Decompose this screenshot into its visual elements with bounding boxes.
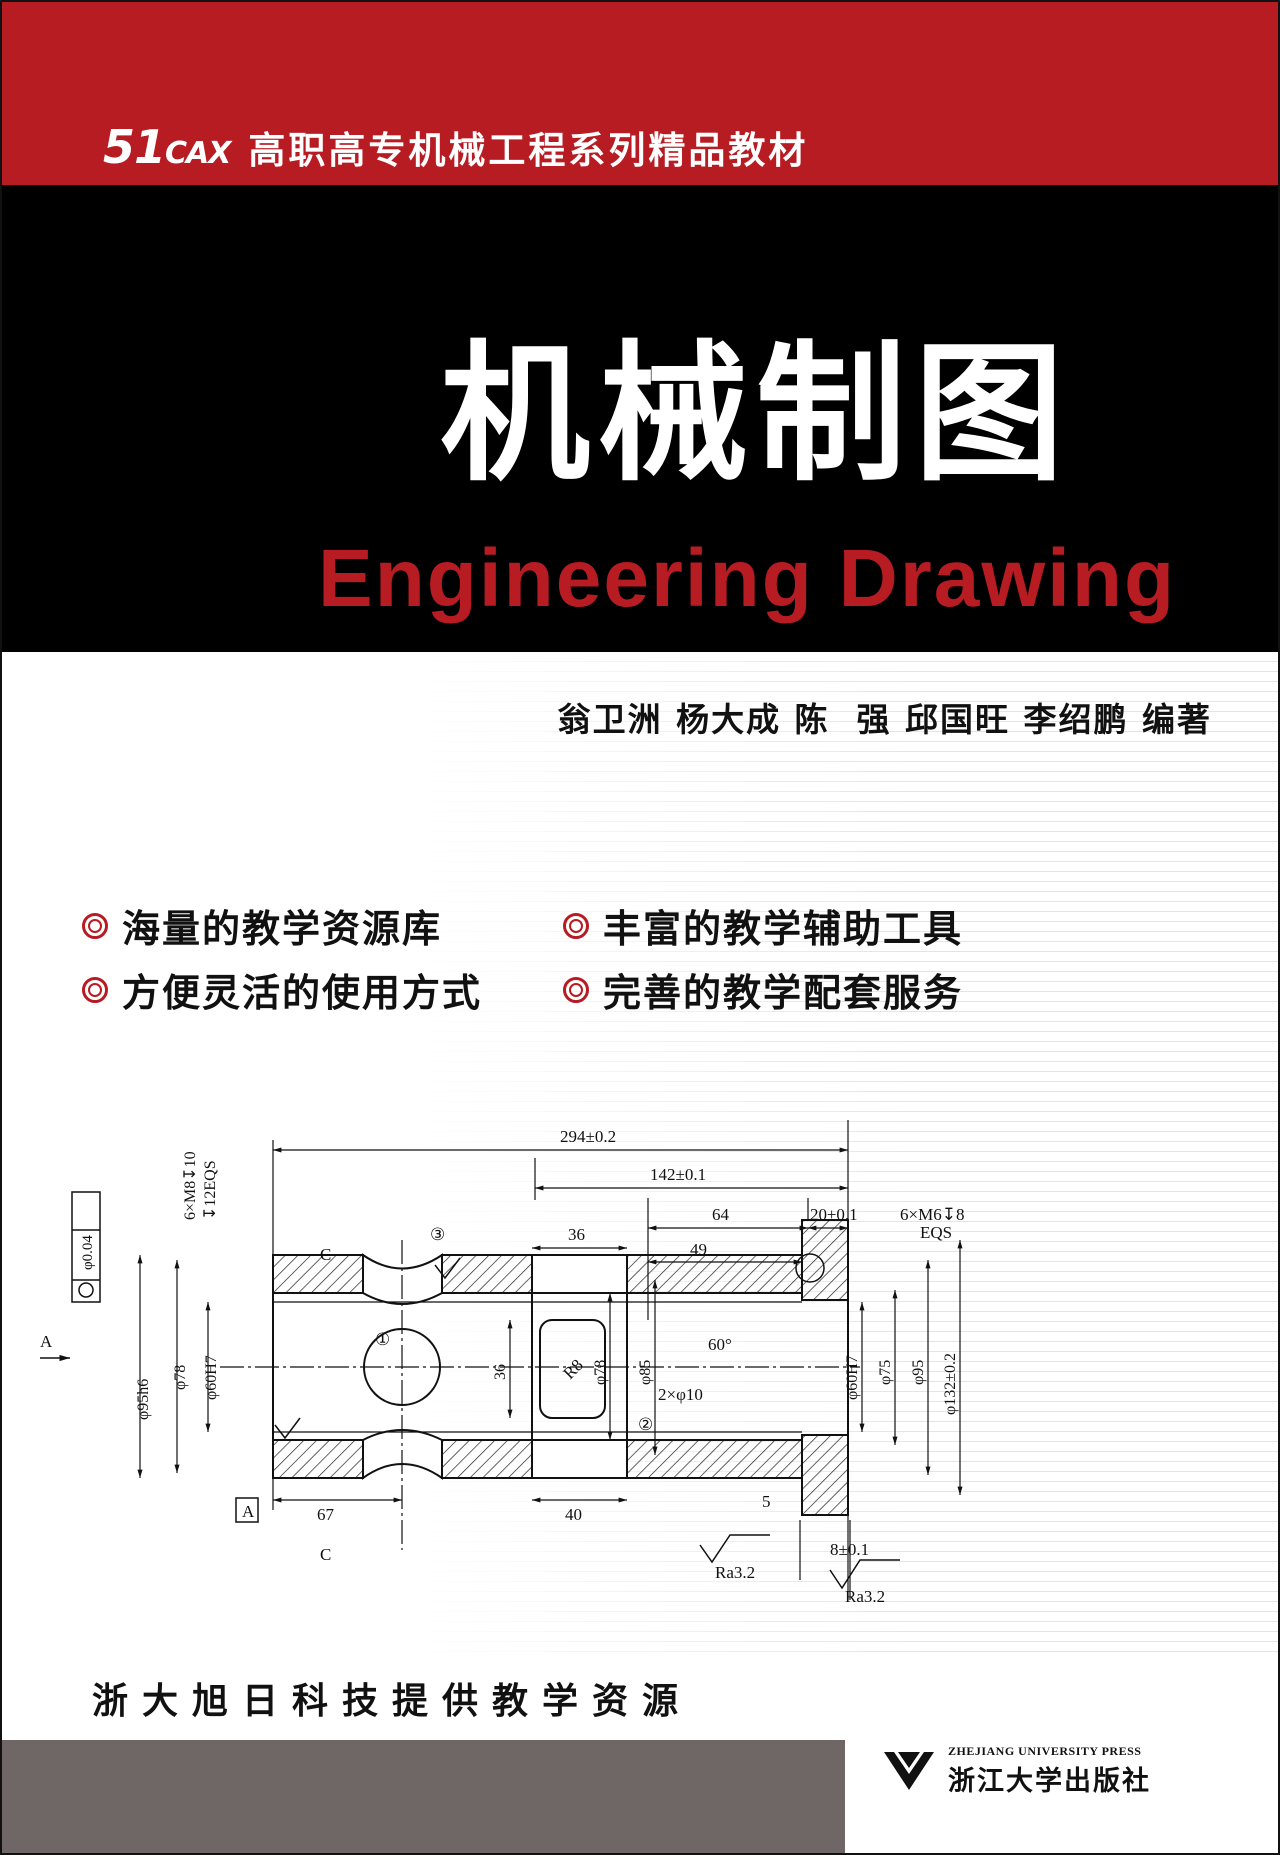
resource-note: 浙大旭日科技提供教学资源 — [92, 1681, 693, 1722]
thread-right: 6×M6↧8 — [900, 1205, 964, 1224]
press-emblem-icon — [884, 1752, 934, 1790]
bullet-icon — [82, 976, 108, 1003]
press-name-cn: 浙江大学出版社 — [948, 1766, 1151, 1797]
thread-left: 6×M8↧10 — [182, 1151, 199, 1220]
callout-3: ③ — [430, 1225, 445, 1244]
series-header: 51CAX 高职高专机械工程系列精品教材 — [103, 120, 808, 174]
callout-1: ① — [375, 1330, 390, 1349]
view-arrow-a: A — [40, 1332, 53, 1351]
title-band — [0, 185, 1280, 652]
engineering-drawing: 294±0.2 142±0.1 64 20±0.1 49 36 40 67 5 … — [40, 1120, 964, 1606]
holes-callout: 2×φ10 — [658, 1385, 703, 1404]
dim-overall: 294±0.2 — [560, 1127, 616, 1146]
dim-dia60h7-left: φ60H7 — [203, 1355, 220, 1400]
bullet-icon — [82, 912, 108, 939]
radius-r8: R8 — [559, 1355, 586, 1382]
thread-left-eqs: ↧12EQS — [202, 1160, 219, 1220]
roughness-2: Ra3.2 — [845, 1587, 885, 1606]
publisher-logo: 51CAX — [103, 120, 231, 174]
dim-dia60h7-right: φ60H7 — [844, 1355, 861, 1400]
roughness-1: Ra3.2 — [715, 1563, 755, 1582]
dim-dia75: φ75 — [877, 1360, 894, 1385]
tolerance-value: φ0.04 — [80, 1235, 96, 1270]
series-title: 高职高专机械工程系列精品教材 — [248, 129, 809, 172]
dim-dia78-left: φ78 — [172, 1365, 189, 1390]
dim-dia132: φ132±0.2 — [942, 1353, 959, 1415]
thread-right-eqs: EQS — [920, 1223, 952, 1242]
dim-67: 67 — [317, 1505, 335, 1524]
dim-dia95: φ95 — [910, 1360, 927, 1385]
dim-dia95h6: φ95h6 — [135, 1379, 152, 1420]
dim-142: 142±0.1 — [650, 1165, 706, 1184]
section-c-top: C — [320, 1245, 331, 1264]
section-c-bottom: C — [320, 1545, 331, 1564]
datum-a: A — [242, 1502, 255, 1521]
dim-20: 20±0.1 — [810, 1205, 858, 1224]
press-name-en: ZHEJIANG UNIVERSITY PRESS — [948, 1744, 1142, 1758]
angle-60: 60° — [708, 1335, 732, 1354]
book-title-cn: 机械制图 — [440, 328, 1073, 502]
dim-49: 49 — [690, 1240, 707, 1259]
feature-item: 方便灵活的使用方式 — [82, 962, 482, 1017]
dim-5: 5 — [762, 1492, 771, 1511]
book-title-en: Engineering Drawing — [318, 533, 1177, 624]
feature-item: 海量的教学资源库 — [82, 898, 442, 953]
dim-36-top: 36 — [568, 1225, 585, 1244]
footer-band — [0, 1740, 845, 1855]
series-band — [0, 0, 1280, 185]
dim-dia85: φ85 — [637, 1360, 654, 1385]
bullet-icon — [563, 976, 589, 1003]
dim-64: 64 — [712, 1205, 730, 1224]
feature-item: 完善的教学配套服务 — [563, 962, 963, 1017]
dim-36-mid: 36 — [492, 1364, 509, 1380]
dim-dia78-mid: φ78 — [592, 1360, 609, 1385]
dim-8: 8±0.1 — [830, 1540, 869, 1559]
publisher: ZHEJIANG UNIVERSITY PRESS 浙江大学出版社 — [880, 1742, 1151, 1800]
bullet-icon — [563, 912, 589, 939]
dim-40: 40 — [565, 1505, 582, 1524]
feature-item: 丰富的教学辅助工具 — [563, 898, 963, 953]
authors: 翁卫洲 杨大成 陈 强 邱国旺 李绍鹏 编著 — [557, 700, 1212, 739]
callout-2: ② — [638, 1415, 653, 1434]
